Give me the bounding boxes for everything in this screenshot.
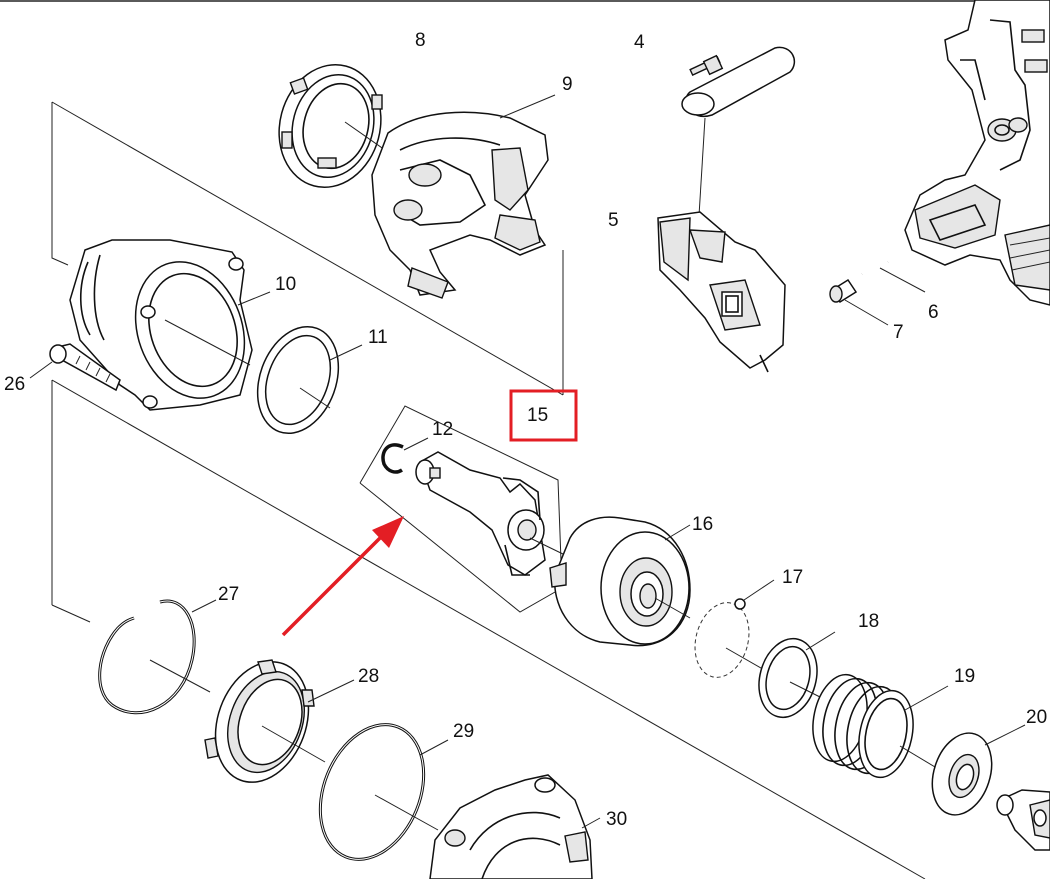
label-part-7: 7 xyxy=(893,322,904,343)
part-28-bearing xyxy=(204,659,355,783)
part-8-ring xyxy=(278,63,386,189)
part-15-anvil xyxy=(415,451,566,576)
label-part-20: 20 xyxy=(1026,707,1047,728)
window-top-border xyxy=(0,0,1050,2)
label-part-19: 19 xyxy=(954,666,975,687)
part-26-screw xyxy=(29,343,121,392)
label-part-26: 26 xyxy=(4,374,25,395)
label-part-15: 15 xyxy=(527,405,548,426)
part-12-retaining-ring xyxy=(381,437,429,474)
part-4-switch-lever xyxy=(681,46,796,233)
label-part-18: 18 xyxy=(858,611,879,632)
label-part-29: 29 xyxy=(453,721,474,742)
label-part-16: 16 xyxy=(692,514,713,535)
label-part-12: 12 xyxy=(432,419,453,440)
part-27-ring xyxy=(98,599,217,715)
part-19-spring xyxy=(812,673,949,779)
label-part-9: 9 xyxy=(562,74,573,95)
label-part-5: 5 xyxy=(608,210,619,231)
label-part-27: 27 xyxy=(218,584,239,605)
label-part-28: 28 xyxy=(358,666,379,687)
part-17-steel-ball xyxy=(694,579,775,678)
part-7-spring xyxy=(829,278,889,326)
label-part-8: 8 xyxy=(415,30,426,51)
part-18-washer xyxy=(758,631,836,719)
part-29-o-ring xyxy=(318,723,449,861)
label-part-10: 10 xyxy=(275,274,296,295)
label-part-17: 17 xyxy=(782,567,803,588)
highlight-box-part-15 xyxy=(509,389,578,442)
red-pointer-arrow xyxy=(281,516,404,637)
part-6-pin xyxy=(861,260,926,293)
part-16-hammer xyxy=(549,516,691,647)
label-part-4: 4 xyxy=(634,32,645,53)
part-20-washer xyxy=(931,724,1026,816)
assembly-outline xyxy=(51,101,926,879)
label-part-6: 6 xyxy=(928,302,939,323)
part-5-switch xyxy=(657,211,786,373)
part-11-washer xyxy=(256,325,363,435)
part-30-front-housing xyxy=(429,774,601,879)
spindle xyxy=(996,789,1050,851)
label-part-30: 30 xyxy=(606,809,627,830)
part-10-hammer-case xyxy=(69,239,271,411)
label-part-11: 11 xyxy=(368,327,388,348)
motor-housing xyxy=(904,0,1050,306)
part-9-cover xyxy=(371,94,556,299)
